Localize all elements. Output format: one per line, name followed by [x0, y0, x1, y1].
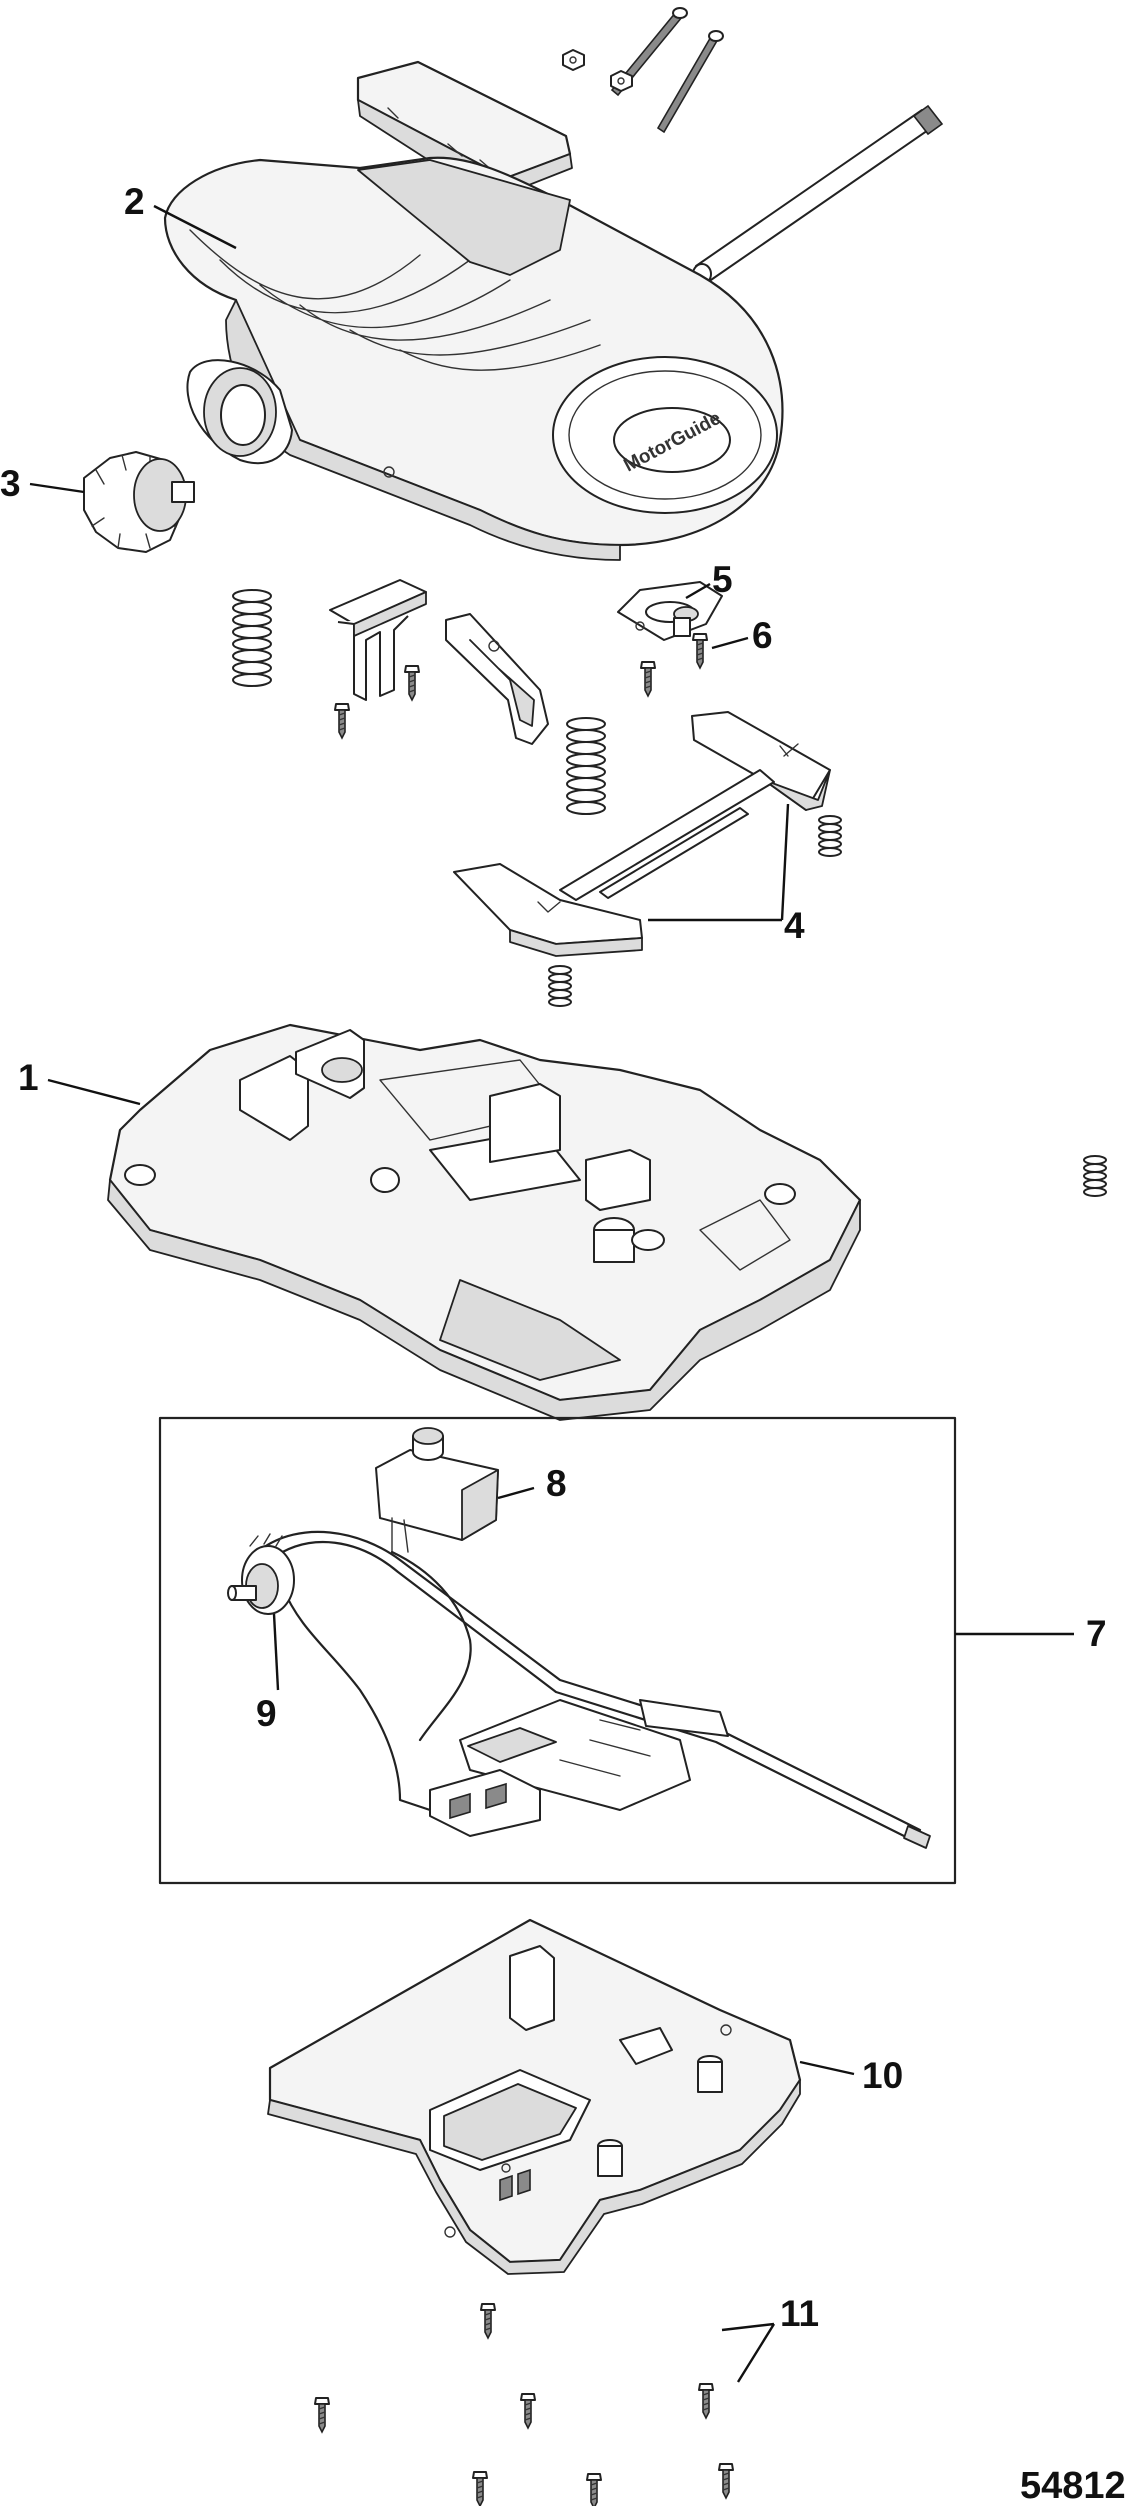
leader-5: [685, 582, 711, 600]
callout-1: 1: [18, 1057, 39, 1098]
spring-large-center: [566, 717, 606, 815]
switch-linkage: [453, 711, 831, 957]
callout-5: 5: [712, 559, 733, 600]
leader-10: [799, 2060, 855, 2076]
screw-11-c: [520, 2393, 536, 2429]
screw-11-f: [472, 2471, 488, 2506]
figure-number: 54812: [1020, 2465, 1126, 2506]
pivot-rod: [692, 104, 944, 285]
screw-c: [640, 661, 656, 697]
hex-nut-2: [610, 70, 633, 92]
tension-knob: [83, 451, 195, 553]
callout-10: 10: [862, 2055, 903, 2096]
circuit-board: [429, 1699, 691, 1837]
callout-11: 11: [780, 2293, 819, 2334]
spring-large-left: [232, 589, 272, 687]
screw-d: [692, 633, 708, 669]
screw-11-b: [314, 2397, 330, 2433]
callout-4: 4: [784, 905, 805, 946]
callout-8: 8: [546, 1463, 567, 1504]
leader-8: [497, 1486, 535, 1500]
bottom-plate: [267, 1918, 802, 2275]
leader-9: [272, 1613, 280, 1691]
pivot-lever: [445, 613, 549, 745]
screw-11-e: [718, 2463, 734, 2499]
callout-9: 9: [256, 1693, 277, 1734]
micro-switch: [375, 1427, 499, 1553]
spring-small-far-right: [1083, 1155, 1107, 1197]
screw-11-a: [480, 2303, 496, 2339]
harness-group-box: [158, 1416, 957, 1885]
spring-small-center: [548, 965, 572, 1007]
leader-3: [29, 482, 85, 494]
cable-clip: [617, 581, 723, 641]
hex-nut-1: [562, 49, 585, 71]
potentiometer: [227, 1533, 295, 1615]
base-housing: [107, 1023, 862, 1421]
leader-6: [711, 636, 749, 650]
pedal-cover: MotorGuide: [163, 156, 784, 561]
callout-2: 2: [124, 181, 145, 222]
screw-a: [334, 703, 350, 739]
bracket-upright: [329, 579, 427, 701]
callout-7: 7: [1086, 1613, 1107, 1654]
leader-4: [648, 803, 790, 922]
callout-6: 6: [752, 615, 773, 656]
leader-1: [47, 1078, 141, 1106]
screw-b: [404, 665, 420, 701]
leader-11: [721, 2322, 776, 2383]
spring-small-right: [818, 815, 842, 857]
bolt-short: [656, 30, 724, 134]
screw-11-d: [698, 2383, 714, 2419]
leader-2: [153, 204, 237, 250]
callout-3: 3: [0, 463, 21, 504]
screw-11-g: [586, 2473, 602, 2506]
